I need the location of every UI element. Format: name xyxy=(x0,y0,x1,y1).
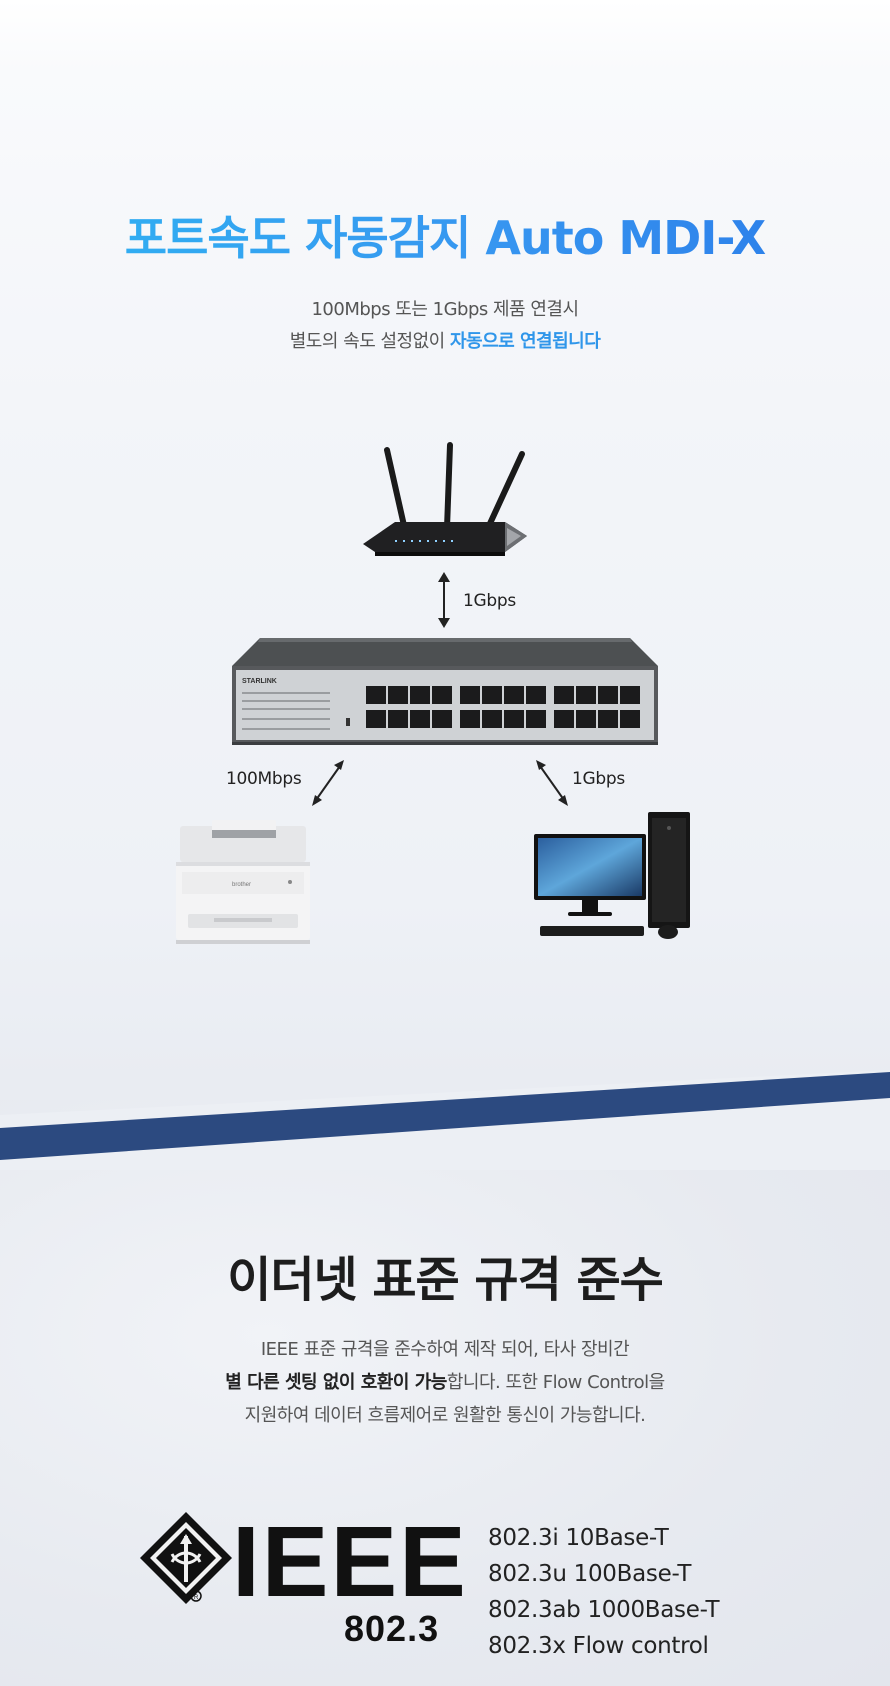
svg-text:R: R xyxy=(194,1595,199,1601)
ethernet-description-line2: 별 다른 셋팅 없이 호환이 가능합니다. 또한 Flow Control을 xyxy=(0,1368,890,1394)
svg-text:STARLINK: STARLINK xyxy=(242,678,277,685)
switch-printer-link-arrow xyxy=(312,760,344,806)
ethernet-description-line2-bold: 별 다른 셋팅 없이 호환이 가능 xyxy=(225,1372,447,1393)
ieee-diamond-icon: R xyxy=(140,1512,232,1604)
ethernet-description-line2-rest: 합니다. 또한 Flow Control을 xyxy=(446,1372,665,1393)
ieee-logo-number: 802.3 xyxy=(344,1608,440,1649)
desktop-pc-image xyxy=(534,812,690,939)
svg-text:brother: brother xyxy=(232,882,251,888)
subtitle-line2-highlight: 자동으로 연결됩니다 xyxy=(449,331,601,352)
auto-mdi-title: 포트속도 자동감지 Auto MDI-X xyxy=(0,202,890,268)
router-link-speed-label: 1Gbps xyxy=(463,591,516,611)
printer-image: brother xyxy=(176,820,310,944)
ethernet-standard-title: 이더넷 표준 규격 준수 xyxy=(227,1252,664,1308)
ieee-standards-list: 802.3i 10Base-T 802.3u 100Base-T 802.3ab… xyxy=(488,1520,720,1664)
ethernet-description-line3: 지원하여 데이터 흐름제어로 원활한 통신이 가능합니다. xyxy=(244,1405,646,1426)
switch-pc-link-arrow xyxy=(536,760,568,806)
ethernet-description-line1: IEEE 표준 규격을 준수하여 제작 되어, 타사 장비간 xyxy=(260,1339,630,1360)
auto-mdi-subtitle-line1: 100Mbps 또는 1Gbps 제품 연결시 xyxy=(311,299,579,320)
printer-link-speed-label: 100Mbps xyxy=(226,769,302,789)
router-switch-link-arrow xyxy=(438,572,450,628)
ieee-logo-word: IEEE xyxy=(232,1506,468,1618)
standard-item: 802.3ab 1000Base-T xyxy=(488,1597,720,1623)
subtitle-line2-prefix: 별도의 속도 설정없이 xyxy=(289,331,450,352)
auto-mdi-subtitle-line2: 별도의 속도 설정없이 자동으로 연결됩니다 xyxy=(0,327,890,353)
pc-link-speed-label: 1Gbps xyxy=(572,769,625,789)
standard-item: 802.3u 100Base-T xyxy=(488,1561,692,1587)
network-switch-image: STARLINK xyxy=(232,638,658,745)
router-image xyxy=(363,442,527,556)
standard-item: 802.3x Flow control xyxy=(488,1633,709,1659)
ethernet-section-background xyxy=(0,1100,890,1686)
standard-item: 802.3i 10Base-T xyxy=(488,1525,669,1551)
section-divider-band xyxy=(0,1070,890,1170)
